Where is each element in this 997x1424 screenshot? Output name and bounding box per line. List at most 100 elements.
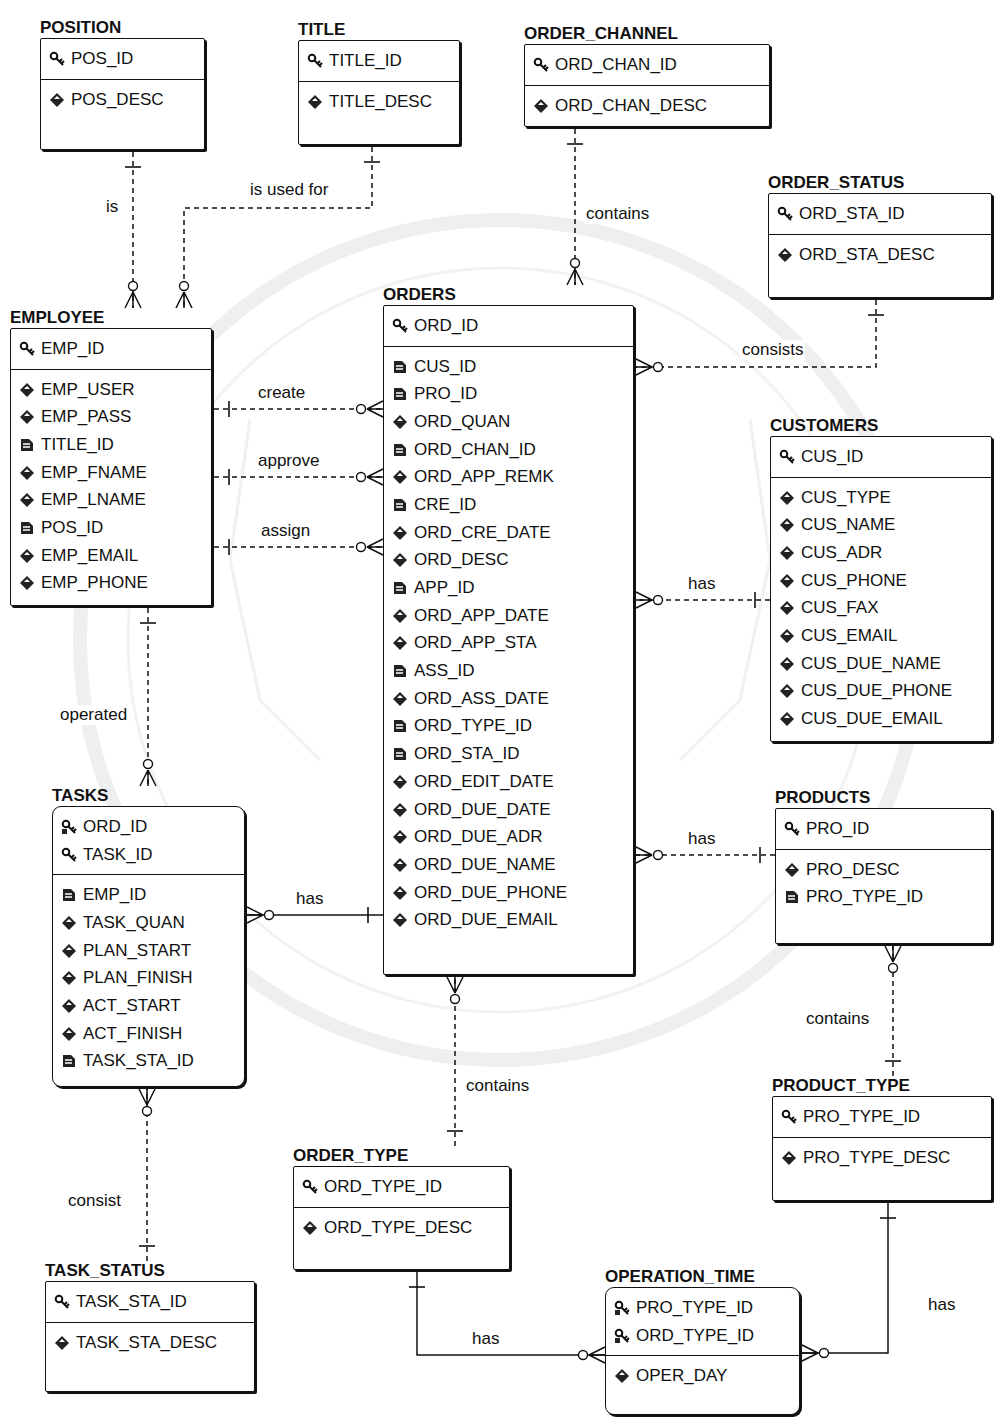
- key-section: ORD_CHAN_ID: [525, 45, 769, 86]
- attribute-row: ORD_DUE_NAME: [392, 851, 621, 879]
- attribute-icon: [392, 774, 408, 790]
- attribute-icon: [779, 545, 795, 561]
- attribute-row: CUS_DUE_EMAIL: [779, 705, 979, 733]
- entity-name: PRODUCT_TYPE: [772, 1076, 992, 1094]
- attribute-icon: [392, 885, 408, 901]
- attribute-row: POS_ID: [49, 45, 192, 73]
- key-section: ORD_STA_ID: [769, 194, 991, 235]
- crows-foot: [247, 907, 263, 923]
- attribute-icon: [777, 247, 793, 263]
- relationship-label: operated: [58, 705, 129, 725]
- attribute-section: CUS_TYPECUS_NAMECUS_ADRCUS_PHONECUS_FAXC…: [771, 478, 991, 741]
- attribute-name: CUS_PHONE: [801, 571, 907, 591]
- relationship: [636, 847, 775, 863]
- attribute-section: PRO_DESCPRO_TYPE_ID: [776, 850, 991, 943]
- foreign-key-icon: [392, 746, 408, 762]
- primary-key-icon: [533, 57, 549, 73]
- attribute-icon: [61, 998, 77, 1014]
- attribute-section: CUS_IDPRO_IDORD_QUANORD_CHAN_IDORD_APP_R…: [384, 347, 633, 974]
- attribute-row: EMP_ID: [61, 881, 232, 909]
- optional-circle: [579, 1351, 588, 1360]
- attribute-row: ORD_ID: [392, 312, 621, 340]
- optional-circle: [654, 596, 663, 605]
- relationship-line: [802, 1203, 888, 1353]
- attribute-row: EMP_FNAME: [19, 459, 199, 487]
- one-tick: [447, 1130, 463, 1132]
- entity-frame: ORD_CHAN_IDORD_CHAN_DESC: [524, 44, 770, 127]
- attribute-row: TITLE_ID: [307, 47, 447, 75]
- entity-box: ORDER_TYPEORD_TYPE_IDORD_TYPE_DESC: [293, 1146, 510, 1270]
- crows-foot: [140, 770, 156, 786]
- attribute-icon: [779, 711, 795, 727]
- relationship-label: has: [926, 1295, 957, 1315]
- foreign-key-icon: [61, 887, 77, 903]
- attribute-row: OPER_DAY: [614, 1362, 787, 1390]
- attribute-name: ORD_ASS_DATE: [414, 689, 549, 709]
- entity-box: ORDERSORD_IDCUS_IDPRO_IDORD_QUANORD_CHAN…: [383, 285, 634, 975]
- attribute-name: ORD_DUE_PHONE: [414, 883, 567, 903]
- key-section: ORD_ID: [384, 306, 633, 347]
- attribute-row: ACT_FINISH: [61, 1020, 232, 1048]
- attribute-row: EMP_PHONE: [19, 570, 199, 598]
- attribute-icon: [307, 94, 323, 110]
- relationship-label: has: [294, 889, 325, 909]
- attribute-name: EMP_USER: [41, 380, 135, 400]
- attribute-row: TASK_STA_DESC: [54, 1329, 242, 1357]
- attribute-name: TASK_STA_DESC: [76, 1333, 217, 1353]
- foreign-key-icon: [392, 580, 408, 596]
- attribute-row: ORD_STA_ID: [777, 200, 979, 228]
- one-tick: [367, 907, 369, 923]
- attribute-row: TITLE_DESC: [307, 88, 447, 116]
- relationship-label: contains: [584, 204, 651, 224]
- attribute-icon: [779, 573, 795, 589]
- attribute-row: CUS_ID: [392, 353, 621, 381]
- attribute-row: CUS_PHONE: [779, 567, 979, 595]
- attribute-name: ASS_ID: [414, 661, 474, 681]
- attribute-icon: [19, 465, 35, 481]
- attribute-section: PRO_TYPE_DESC: [773, 1138, 991, 1200]
- attribute-name: EMP_LNAME: [41, 490, 146, 510]
- relationship: [636, 592, 770, 608]
- one-tick: [125, 166, 141, 168]
- attribute-row: ORD_ID: [61, 813, 232, 841]
- attribute-row: EMP_PASS: [19, 403, 199, 431]
- crows-foot: [367, 469, 383, 485]
- attribute-row: ORD_TYPE_ID: [614, 1322, 787, 1350]
- key-section: EMP_ID: [11, 329, 211, 370]
- optional-circle: [144, 760, 153, 769]
- attribute-icon: [54, 1335, 70, 1351]
- attribute-row: CUS_ADR: [779, 539, 979, 567]
- entity-box: TASKSORD_IDTASK_IDEMP_IDTASK_QUANPLAN_ST…: [52, 786, 245, 1087]
- attribute-name: ORD_DUE_NAME: [414, 855, 556, 875]
- attribute-name: EMP_EMAIL: [41, 546, 138, 566]
- attribute-icon: [784, 862, 800, 878]
- attribute-row: CUS_NAME: [779, 511, 979, 539]
- attribute-name: POS_ID: [41, 518, 103, 538]
- one-tick: [140, 622, 156, 624]
- entity-frame: PRO_TYPE_IDPRO_TYPE_DESC: [772, 1096, 992, 1201]
- attribute-section: POS_DESC: [41, 80, 204, 149]
- attribute-name: CUS_FAX: [801, 598, 878, 618]
- attribute-section: ORD_CHAN_DESC: [525, 86, 769, 126]
- optional-circle: [820, 1349, 829, 1358]
- optional-circle: [654, 851, 663, 860]
- one-tick: [868, 314, 884, 316]
- one-tick: [228, 469, 230, 485]
- relationship: [139, 1089, 155, 1261]
- attribute-name: ORD_TYPE_ID: [414, 716, 532, 736]
- key-attribute: TASK_STA_ID: [76, 1292, 187, 1312]
- attribute-name: PRO_ID: [414, 384, 477, 404]
- attribute-name: PLAN_FINISH: [83, 968, 193, 988]
- key-attribute: TITLE_ID: [329, 51, 402, 71]
- attribute-row: PRO_ID: [392, 380, 621, 408]
- attribute-row: ORD_EDIT_DATE: [392, 768, 621, 796]
- attribute-icon: [392, 608, 408, 624]
- foreign-key-icon: [392, 442, 408, 458]
- foreign-key-icon: [784, 889, 800, 905]
- attribute-row: CUS_ID: [779, 443, 979, 471]
- attribute-icon: [614, 1368, 630, 1384]
- attribute-row: ACT_START: [61, 992, 232, 1020]
- attribute-icon: [61, 1026, 77, 1042]
- primary-foreign-key-icon: [614, 1300, 630, 1316]
- attribute-icon: [779, 490, 795, 506]
